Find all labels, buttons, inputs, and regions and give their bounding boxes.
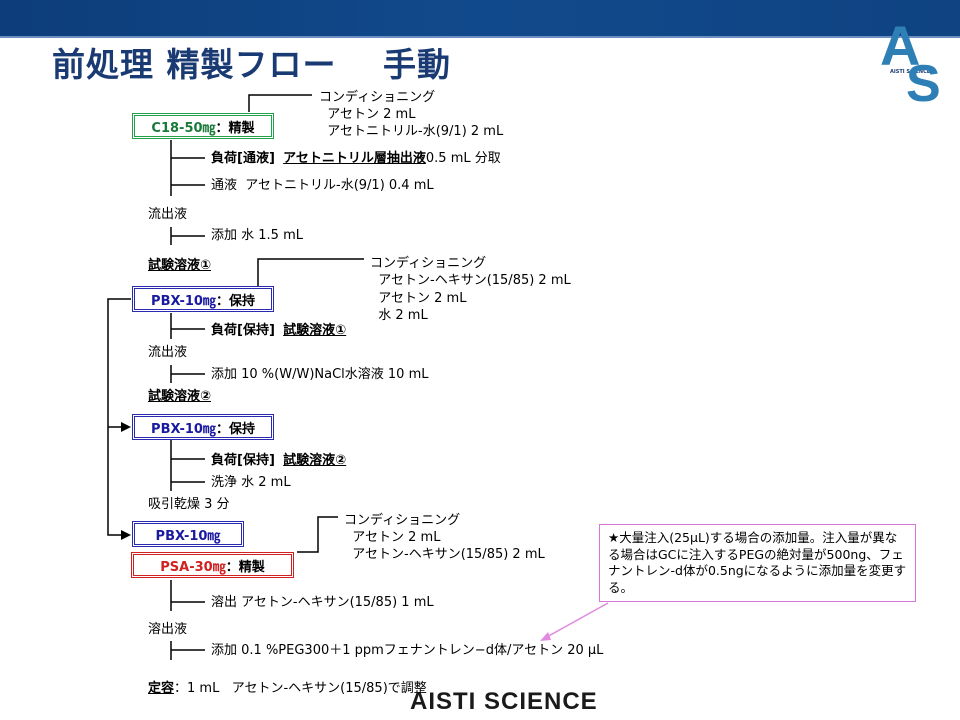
c18-box: C18-50㎎：精製 xyxy=(132,113,274,139)
sample2-label: 試験溶液② xyxy=(148,389,212,404)
load1-label: 負荷[通液] xyxy=(211,151,275,166)
pbx2-name: PBX-10㎎ xyxy=(151,421,216,437)
note-pointer-arrowhead xyxy=(540,632,551,641)
elute-text: 溶出 アセトン-ヘキサン(15/85) 1 mL xyxy=(211,595,434,610)
dry-text: 吸引乾燥 3 分 xyxy=(148,497,230,512)
cond2-line-2: アセトン-ヘキサン(15/85) 2 mL xyxy=(370,273,571,288)
connector-cond2 xyxy=(257,258,364,286)
connector-cond1 xyxy=(248,94,312,112)
load3-row: 負荷[保持] 試験溶液② xyxy=(211,452,346,469)
final-label: 定容 xyxy=(148,681,175,696)
load2-label: 負荷[保持] xyxy=(211,323,275,338)
cond2-line-4: 水 2 mL xyxy=(370,308,428,323)
pbx2-suffix: ：保持 xyxy=(215,421,255,437)
eluate2-text: 流出液 xyxy=(148,345,188,360)
add3-text: 添加 0.1 %PEG300＋1 ppmフェナントレン−d体/アセトン 20 μ… xyxy=(211,643,604,658)
psa-name: PSA-30㎎ xyxy=(160,559,226,575)
final-row: 定容：1 mL アセトン-ヘキサン(15/85)で調整 xyxy=(148,680,427,697)
psa-box: PSA-30㎎：精製 xyxy=(131,552,294,578)
c18-suffix: ：精製 xyxy=(215,120,255,136)
logo-subtext: AISTI SCIENCE xyxy=(890,69,931,75)
load3-label: 負荷[保持] xyxy=(211,453,275,468)
psa-suffix: ：精製 xyxy=(225,559,265,575)
cond1-line-2: アセトン 2 mL xyxy=(319,107,416,122)
wash-text: 洗浄 水 2 mL xyxy=(211,475,291,490)
cond3-line-3: アセトン-ヘキサン(15/85) 2 mL xyxy=(344,547,545,562)
final-detail: ：1 mL アセトン-ヘキサン(15/85)で調整 xyxy=(174,681,427,696)
add1-text: 添加 水 1.5 mL xyxy=(211,228,303,243)
arrowhead-pbx3 xyxy=(121,530,131,540)
cond3-line-1: コンディショニング xyxy=(344,513,461,528)
eluate3-text: 溶出液 xyxy=(148,622,188,637)
connector-cond3 xyxy=(297,516,338,553)
c18-name: C18-50㎎ xyxy=(151,120,216,136)
pass1-text: 通液 アセトニトリル-水(9/1) 0.4 mL xyxy=(211,178,434,193)
cond1-line-1: コンディショニング xyxy=(319,90,436,105)
page-title: 前処理 精製フロー 手動 xyxy=(52,45,451,84)
load1-amount: 0.5 mL 分取 xyxy=(425,151,501,166)
sample1-label: 試験溶液① xyxy=(148,258,212,273)
load1-sample: アセトニトリル層抽出液 xyxy=(283,151,426,166)
cond2-line-3: アセトン 2 mL xyxy=(370,291,467,306)
header-bar xyxy=(0,0,960,36)
load3-sample: 試験溶液② xyxy=(283,453,347,468)
footer-logo-text: AISTI SCIENCE xyxy=(410,688,598,715)
load2-sample: 試験溶液① xyxy=(283,323,347,338)
pbx3-name: PBX-10㎎ xyxy=(155,528,221,544)
pbx1-name: PBX-10㎎ xyxy=(151,293,216,309)
header-divider xyxy=(0,36,960,38)
note-box: ★大量注入(25μL)する場合の添加量。注入量が異なる場合はGCに注入するPEG… xyxy=(599,524,916,602)
connector-left-loop xyxy=(107,298,131,536)
arrowhead-pbx2 xyxy=(121,422,131,432)
eluate1-text: 流出液 xyxy=(148,207,188,222)
add2-text: 添加 10 %(W/W)NaCl水溶液 10 mL xyxy=(211,367,429,382)
cond3-line-2: アセトン 2 mL xyxy=(344,530,441,545)
load2-row: 負荷[保持] 試験溶液① xyxy=(211,322,346,339)
cond1-line-3: アセトニトリル-水(9/1) 2 mL xyxy=(319,124,504,139)
cond2-line-1: コンディショニング xyxy=(370,256,487,271)
pbx3-box: PBX-10㎎ xyxy=(132,521,244,547)
pbx2-box: PBX-10㎎：保持 xyxy=(132,414,274,440)
logo-letter-a: A xyxy=(880,14,921,77)
load1-row: 負荷[通液] アセトニトリル層抽出液0.5 mL 分取 xyxy=(211,150,501,167)
pbx1-suffix: ：保持 xyxy=(215,293,255,309)
pbx1-box: PBX-10㎎：保持 xyxy=(132,286,274,312)
note-pointer-line xyxy=(544,602,609,639)
logo-letter-s: S xyxy=(906,55,941,113)
